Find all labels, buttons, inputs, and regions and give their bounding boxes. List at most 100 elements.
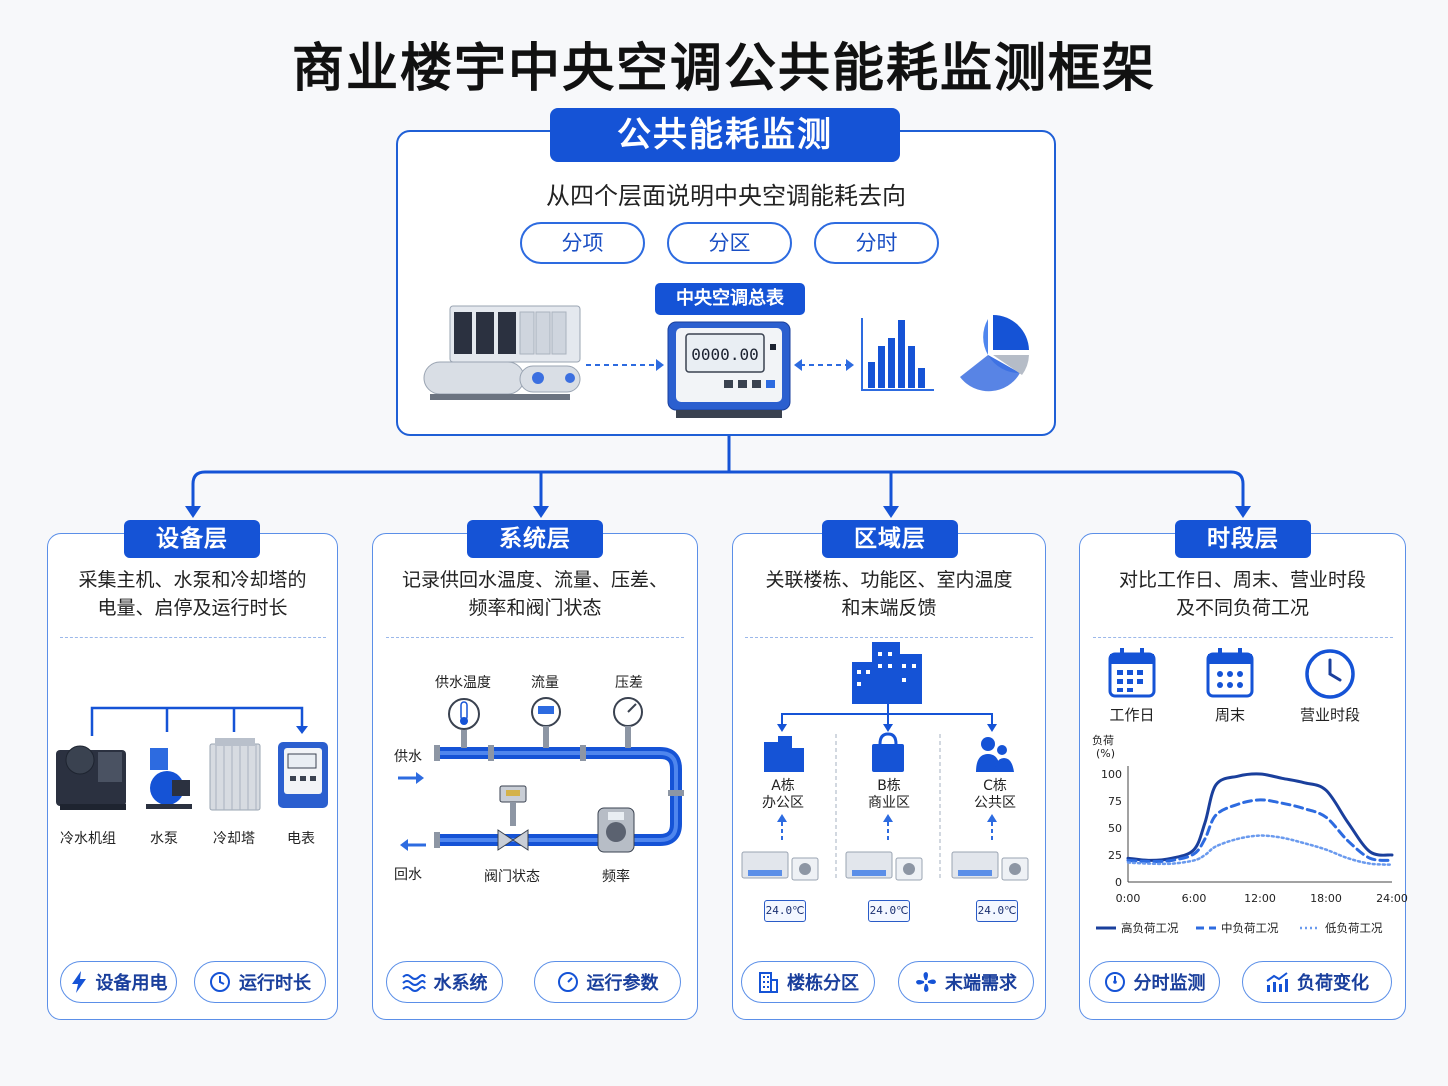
valve-icon [497, 785, 529, 851]
cooling-tower-icon [209, 738, 261, 811]
button-label: 分时监测 [1133, 973, 1206, 994]
load-change-button[interactable]: 负荷变化 [1242, 961, 1392, 1003]
y-axis-label: 负荷 [1092, 733, 1114, 747]
master-meter-label: 中央空调总表 [655, 283, 805, 315]
weekend-calendar-icon [1206, 648, 1254, 698]
legend-label-2: 中负荷工况 [1221, 921, 1279, 935]
legend-label-1: 高负荷工况 [1121, 921, 1179, 935]
master-meter-icon: 0000.00 [667, 321, 791, 418]
thermometer-icon [448, 698, 480, 748]
pill-timed[interactable]: 分时 [814, 222, 939, 264]
divider [745, 637, 1033, 638]
workday-calendar-icon [1108, 648, 1156, 698]
card-zone-desc: 关联楼栋、功能区、室内温度 和末端反馈 [732, 566, 1046, 622]
desc-line-1: 记录供回水温度、流量、压差、 [401, 569, 668, 591]
y-tick-label: 100 [1101, 768, 1122, 781]
frequency-drive-icon [597, 807, 635, 853]
divider [60, 637, 326, 638]
x-tick-label: 0:00 [1116, 892, 1141, 905]
zone-diagram [741, 642, 1029, 881]
label-return: 回水 [394, 867, 422, 883]
page-title: 商业楼宇中央空调公共能耗监测框架 [291, 39, 1156, 99]
y-axis-unit: (%) [1096, 747, 1115, 760]
label-meter: 电表 [287, 831, 315, 847]
desc-line-2: 及不同负荷工况 [1175, 597, 1309, 619]
top-panel-header: 公共能耗监测 [550, 108, 900, 162]
label-frequency: 频率 [602, 869, 630, 885]
series-line-2 [1126, 798, 1394, 863]
chiller-icon [56, 745, 126, 810]
card-system-desc: 记录供回水温度、流量、压差、 频率和阀门状态 [372, 566, 698, 622]
button-label: 运行时长 [239, 973, 311, 994]
divider [386, 637, 684, 638]
building-icon [759, 972, 778, 993]
zone-b-area: 商业区 [868, 795, 910, 811]
card-zone [732, 533, 1046, 1020]
y-tick-label: 0 [1115, 876, 1122, 889]
x-tick-label: 24:00 [1376, 892, 1408, 905]
ac-unit-icon [951, 851, 1029, 881]
waves-icon [401, 974, 426, 992]
zone-b-name: B栋 [877, 778, 901, 794]
shopping-bag-icon [872, 732, 904, 772]
zone-a-label: A栋 办公区 [752, 778, 814, 812]
office-building-icon [764, 736, 804, 772]
timer-icon [1104, 972, 1125, 992]
bar-chart-icon [861, 318, 934, 391]
desc-line-1: 采集主机、水泵和冷却塔的 [78, 569, 307, 591]
label-flow: 流量 [531, 675, 559, 691]
button-label: 末端需求 [945, 973, 1017, 994]
operating-params-button[interactable]: 运行参数 [534, 961, 681, 1003]
button-label: 负荷变化 [1297, 973, 1369, 994]
people-icon [976, 737, 1014, 772]
pill-zoned[interactable]: 分区 [667, 222, 792, 264]
water-system-diagram [398, 697, 684, 853]
buildings-icon [852, 642, 922, 704]
x-tick-label: 18:00 [1310, 892, 1342, 905]
label-chiller: 冷水机组 [60, 831, 116, 847]
water-system-button[interactable]: 水系统 [386, 961, 503, 1003]
zone-c-name: C栋 [983, 778, 1007, 794]
terminal-demand-button[interactable]: 末端需求 [898, 961, 1034, 1003]
zone-c-label: C栋 公共区 [964, 778, 1026, 812]
label-weekend: 周末 [1214, 706, 1245, 724]
card-equipment-desc: 采集主机、水泵和冷却塔的 电量、启停及运行时长 [47, 566, 338, 622]
desc-line-2: 频率和阀门状态 [468, 597, 602, 619]
series-line-3 [1126, 834, 1394, 866]
label-workday: 工作日 [1109, 706, 1155, 724]
pill-itemized[interactable]: 分项 [520, 222, 645, 264]
chiller-unit-icon [423, 305, 581, 400]
zone-b-label: B栋 商业区 [858, 778, 920, 812]
trend-chart-icon [1266, 972, 1288, 992]
flow-meter-icon [531, 697, 561, 748]
electric-meter-icon [278, 742, 328, 808]
pressure-gauge-icon [613, 697, 643, 748]
y-tick-label: 50 [1108, 822, 1122, 835]
label-valve: 阀门状态 [484, 869, 540, 885]
button-label: 水系统 [433, 973, 488, 994]
top-panel-subtitle: 从四个层面说明中央空调能耗去向 [546, 182, 906, 210]
pie-chart-icon [960, 315, 1029, 392]
zone-c-area: 公共区 [974, 795, 1016, 811]
ac-unit-icon [845, 851, 923, 881]
zone-c-thermostat: 24.0℃ [976, 900, 1018, 922]
zone-b-thermostat: 24.0℃ [868, 900, 910, 922]
zone-a-thermostat: 24.0℃ [764, 900, 806, 922]
time-monitoring-button[interactable]: 分时监测 [1089, 961, 1220, 1003]
arrow-meter-to-analytics [794, 359, 854, 371]
gauge-icon [557, 972, 578, 992]
building-zone-button[interactable]: 楼栋分区 [741, 961, 875, 1003]
button-label: 运行参数 [586, 973, 659, 994]
lightning-icon [71, 971, 86, 993]
equipment-power-button[interactable]: 设备用电 [60, 961, 177, 1003]
series-line-1 [1126, 772, 1394, 862]
runtime-button[interactable]: 运行时长 [194, 961, 326, 1003]
arrow-chiller-to-meter [586, 359, 664, 371]
clock-icon [210, 972, 230, 992]
card-time-tag: 时段层 [1175, 520, 1311, 558]
zone-a-name: A栋 [771, 778, 795, 794]
card-system-tag: 系统层 [467, 520, 603, 558]
fan-icon [916, 972, 936, 992]
x-tick-label: 6:00 [1182, 892, 1207, 905]
